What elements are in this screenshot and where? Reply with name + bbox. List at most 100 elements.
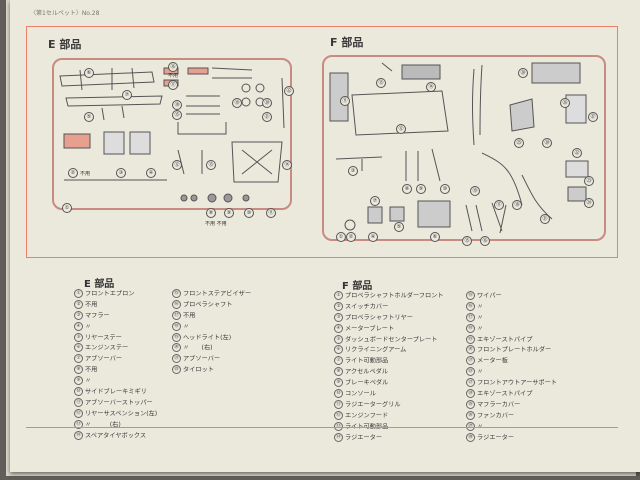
- f-callout-21: ㉑: [540, 214, 550, 224]
- f-callout-17: ⑰: [494, 200, 504, 210]
- e-callout-9: ⑨: [224, 208, 234, 218]
- e-callout-20: ⑳: [262, 98, 272, 108]
- e-callout-12: ⑫: [172, 160, 182, 170]
- f-callout-5: ⑤: [394, 222, 404, 232]
- e-unused-note: 不用 不用: [205, 221, 227, 227]
- e-callout-18: ⑱: [172, 100, 182, 110]
- f-callout-23: ㉓: [584, 176, 594, 186]
- f-callout-26: ㉖: [560, 98, 570, 108]
- e-callout-16: ⑯: [168, 62, 178, 72]
- e-callout-13: ⑬: [206, 160, 216, 170]
- e-callout-3: ③: [116, 168, 126, 178]
- page-header: 〈第1セルペット〉No.28: [30, 10, 100, 17]
- e-callout-22: ㉒: [284, 86, 294, 96]
- f-callout-6: ⑥: [430, 232, 440, 242]
- f-callout-8: ⑧: [402, 184, 412, 194]
- e-callout-21: ㉑: [262, 112, 272, 122]
- f-callout-4: ④: [368, 232, 378, 242]
- e-callout-8: ⑧: [206, 208, 216, 218]
- f-parts-diagram-title: F 部品: [330, 36, 364, 49]
- f-callout-27: ㉗: [588, 112, 598, 122]
- e-callout-17: ⑰: [168, 80, 178, 90]
- e-callout-14: ⑭: [282, 160, 292, 170]
- list-item: ⑯〃: [466, 301, 557, 313]
- list-item: ④〃: [74, 321, 157, 333]
- e-callout-10: ⑩: [244, 208, 254, 218]
- diagram-frame: [26, 26, 618, 258]
- e-parts-runner: [52, 58, 292, 210]
- e-callout-4: ④: [146, 168, 156, 178]
- list-item: ㉗〃: [466, 421, 557, 433]
- f-callout-28: ㉘: [518, 68, 528, 78]
- f-callout-16: ⑯: [480, 236, 490, 246]
- e-callout-2-note: 不用: [80, 171, 91, 177]
- e-callout-19: ⑲: [232, 98, 242, 108]
- list-item: ⑱〃: [172, 321, 251, 333]
- f-callout-10: ⑩: [440, 184, 450, 194]
- f-callout-3: ③: [348, 166, 358, 176]
- e-callout-7: ⑦: [122, 90, 132, 100]
- f-callout-25: ㉕: [514, 138, 524, 148]
- e-callout-11: ⑪: [266, 208, 276, 218]
- list-item: ⑬〃 (右): [74, 419, 157, 431]
- f-callout-12: ⑫: [396, 124, 406, 134]
- f-callout-9: ⑨: [416, 184, 426, 194]
- e-callout-5: ⑤: [84, 112, 94, 122]
- f-callout-11: ⑪: [340, 96, 350, 106]
- f-callout-2: ②: [346, 232, 356, 242]
- f-section-title: F 部品: [342, 281, 373, 292]
- e-callout-2: ②: [68, 168, 78, 178]
- e-callout-15: ⑮: [172, 110, 182, 120]
- f-callout-15: ⑮: [462, 236, 472, 246]
- f-callout-20: ⑳: [542, 138, 552, 148]
- list-item: ⑳〃 (右): [172, 343, 251, 354]
- f-callout-13: ⑬: [376, 78, 386, 88]
- f-callout-22: ㉒: [572, 148, 582, 158]
- f-callout-1: ①: [336, 232, 346, 242]
- list-item: ⑬ライト可動部品: [334, 421, 444, 433]
- f-callout-14: ⑭: [426, 82, 436, 92]
- e-callout-1: ①: [62, 203, 72, 213]
- e-section-title: E 部品: [84, 279, 115, 290]
- e-parts-illustration: [59, 67, 285, 203]
- f-callout-18: ⑱: [512, 200, 522, 210]
- f-callout-24: ㉔: [584, 198, 594, 208]
- e-callout-17-note: 不用: [168, 73, 179, 79]
- list-item: ㉒〃: [466, 367, 557, 378]
- f-callout-7: ⑦: [370, 196, 380, 206]
